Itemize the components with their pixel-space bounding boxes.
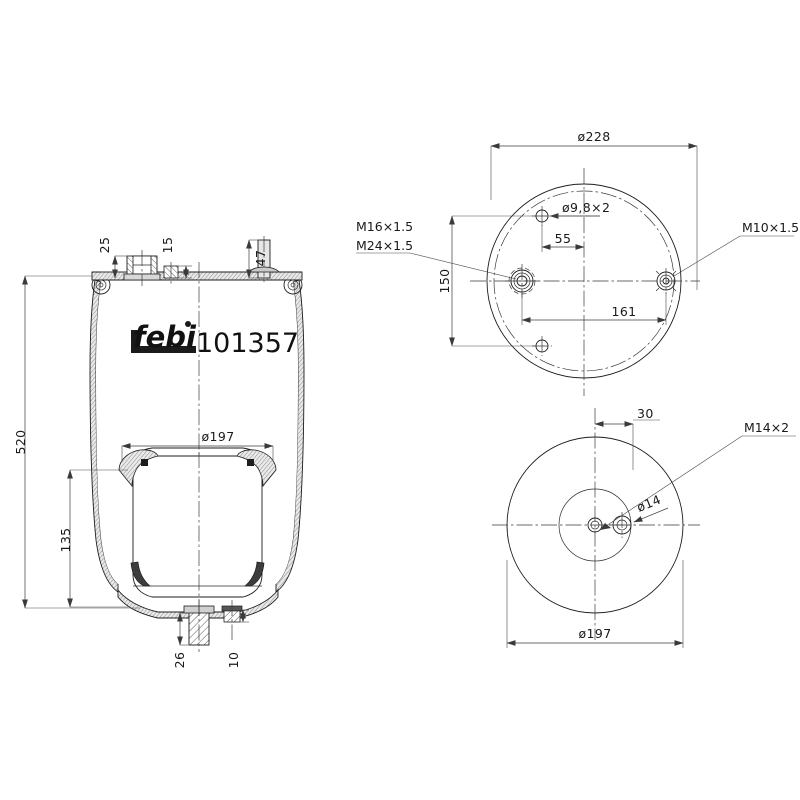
dimension-25: 25 — [97, 237, 131, 279]
dimension-d197-bottom: ø197 — [506, 560, 684, 648]
thread-m10-text: M10×1.5 — [742, 220, 799, 235]
dimension-piston-height: 135 — [58, 469, 128, 608]
dimension-520-text: 520 — [13, 429, 28, 454]
part-number-label: 101357 — [196, 328, 299, 359]
dimension-d228: ø228 — [490, 129, 698, 290]
thread-m14-text: M14×2 — [744, 420, 789, 435]
dimension-135-text: 135 — [58, 527, 73, 552]
dimension-overall-height: 520 — [13, 275, 140, 609]
dimension-55: 55 — [541, 222, 585, 252]
dimension-10: 10 — [226, 609, 249, 669]
piston-offset-bore — [609, 512, 635, 538]
mounting-stud-right — [248, 236, 280, 284]
air-fitting-left — [123, 250, 161, 286]
label-thread-m16-m24: M16×1.5 M24×1.5 — [356, 219, 517, 280]
thread-m24-text: M24×1.5 — [356, 238, 413, 253]
bottom-small-pin — [221, 600, 243, 640]
thread-m16-text: M16×1.5 — [356, 219, 413, 234]
dimension-d197-front-text: ø197 — [201, 429, 234, 444]
threaded-boss-left — [505, 264, 539, 298]
label-thread-m14: M14×2 — [599, 420, 796, 531]
dimension-26-text: 26 — [172, 652, 187, 669]
dimension-161-text: 161 — [611, 304, 636, 319]
label-thread-m10: M10×1.5 — [673, 220, 799, 277]
dimension-150: 150 — [437, 215, 536, 347]
brand-dot — [185, 321, 191, 327]
top-cover-plate — [91, 271, 303, 281]
dimension-15: 15 — [160, 237, 192, 279]
dimension-d197-bottom-text: ø197 — [578, 626, 611, 641]
dimension-15-text: 15 — [160, 237, 175, 254]
dimension-d228-text: ø228 — [577, 129, 610, 144]
dimension-47: 47 — [246, 239, 268, 279]
top-plate-view: ø228 ø9,8×2 55 161 150 — [356, 129, 799, 396]
air-fitting-second — [163, 262, 179, 284]
brand-mark: febi — [131, 320, 197, 354]
front-sectional-view: febi 101357 520 135 ø197 — [13, 236, 305, 669]
dimension-10-text: 10 — [226, 652, 241, 669]
dimension-d14-text: ø14 — [635, 492, 664, 515]
dimension-150-text: 150 — [437, 268, 452, 293]
piston-center-hole — [587, 517, 603, 533]
dimension-26: 26 — [172, 612, 190, 669]
dimension-hole-d98: ø9,8×2 — [534, 200, 610, 219]
dimension-d98-text: ø9,8×2 — [562, 200, 610, 215]
dimension-55-text: 55 — [555, 231, 572, 246]
threaded-boss-right — [655, 268, 677, 294]
dimension-30: 30 — [594, 406, 660, 470]
dimension-30-text: 30 — [637, 406, 654, 421]
dimension-47-text: 47 — [253, 250, 268, 267]
dimension-piston-diameter: ø197 — [121, 429, 274, 462]
dimension-161: 161 — [521, 292, 667, 325]
dimension-25-text: 25 — [97, 237, 112, 254]
piston-assembly — [117, 447, 279, 619]
piston-bottom-view: 30 ø14 M14×2 ø197 — [492, 406, 796, 648]
